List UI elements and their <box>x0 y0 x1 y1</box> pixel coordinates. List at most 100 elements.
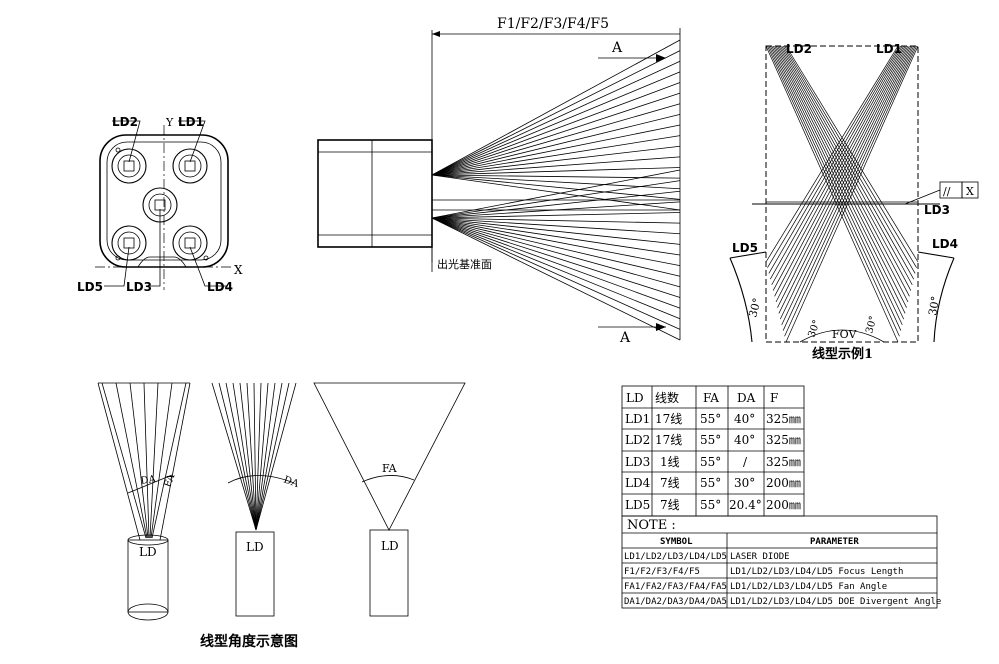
pattern-ld1-label: LD1 <box>876 42 902 56</box>
ld5-leader <box>104 246 130 287</box>
note-cell: LD1/LD2/LD3/LD4/LD5 DOE Divergent Angle <box>730 597 941 607</box>
pattern-ld4-label: LD4 <box>932 237 958 251</box>
note-cell: LASER DIODE <box>730 552 790 562</box>
side-ray <box>431 113 681 176</box>
side-ray <box>431 217 681 245</box>
diagram2-ray <box>255 382 269 531</box>
diagram2-ray <box>225 382 257 531</box>
pattern-caption: 线型示例1 <box>812 346 873 362</box>
pattern-line <box>771 45 905 286</box>
ld-label-3: LD <box>381 539 399 553</box>
x-axis-label: X <box>234 263 243 277</box>
note-cell: FA1/FA2/FA3/FA4/FA5 <box>624 582 727 592</box>
spec-cell: 17线 <box>655 433 682 447</box>
ld3-label: LD3 <box>126 280 152 294</box>
spec-cell: 55° <box>700 433 721 447</box>
module-body <box>317 139 433 248</box>
da-label-1: DA <box>140 474 157 487</box>
diagram1-ray <box>101 382 147 539</box>
ld2-leader <box>112 120 141 163</box>
pattern-line <box>768 45 902 274</box>
spec-cell: LD2 <box>625 433 650 447</box>
side-ray <box>431 217 681 341</box>
ld5-lens <box>111 225 147 261</box>
angle-diagrams: DA FA LD DA LD FA LD 线型角度示意图 <box>97 382 466 650</box>
side-ray <box>431 82 681 176</box>
ld1-leader <box>178 120 206 163</box>
note-table: NOTE : SYMBOL PARAMETER LD1/LD2/LD3/LD4/… <box>621 515 941 609</box>
tolerance-symbol: // <box>943 185 951 198</box>
pattern-line <box>767 45 900 268</box>
pattern-line <box>775 45 909 303</box>
angle-diagram-1: DA FA LD <box>97 382 191 621</box>
spec-cell: 40° <box>734 433 755 447</box>
y-axis-label: Y <box>165 116 174 129</box>
ld4-arc <box>933 257 955 343</box>
pattern-line <box>777 45 910 297</box>
diagram2-ray <box>255 382 290 531</box>
side-ray <box>431 190 681 219</box>
fov-label: FOV <box>832 328 857 341</box>
ld3-leader <box>150 209 161 287</box>
pattern-angle-left: 30° <box>746 297 764 319</box>
pattern-line <box>781 45 915 280</box>
fa-label-1: FA <box>162 472 177 489</box>
spec-cell: 325㎜ <box>766 455 801 469</box>
pattern-line <box>779 45 913 286</box>
pattern-angle-right: 30° <box>926 295 942 316</box>
pattern-line <box>778 45 912 291</box>
diagram1-ray <box>150 382 173 539</box>
tolerance-ref: X <box>966 185 974 198</box>
side-ray <box>431 39 681 176</box>
spec-cell: 30° <box>734 476 755 490</box>
side-ray <box>431 92 681 176</box>
side-ray <box>431 217 681 235</box>
line-pattern: // X LD2 LD1 LD3 LD5 LD4 30° 30° 30° 30°… <box>729 42 979 362</box>
side-ray <box>431 103 681 176</box>
side-ray <box>431 212 681 219</box>
spec-cell: 200㎜ <box>766 476 801 490</box>
angle-diagram-caption: 线型角度示意图 <box>200 633 298 650</box>
diagram2-ray <box>253 382 257 531</box>
reference-plane-label: 出光基准面 <box>437 257 492 271</box>
ld1-label: LD1 <box>178 115 204 129</box>
side-ray <box>431 217 681 330</box>
ld4-label: LD4 <box>207 280 233 294</box>
side-ray <box>431 167 681 176</box>
fov-arc <box>799 329 885 343</box>
diagram2-ray <box>255 382 297 531</box>
spec-header-f: F <box>770 391 778 405</box>
spec-cell: 40° <box>734 412 755 426</box>
spec-header-da: DA <box>737 391 756 405</box>
spec-header-lines: 线数 <box>655 390 679 405</box>
side-ray <box>431 156 681 176</box>
side-view: F1/F2/F3/F4/F5 A A 出光基准面 <box>317 16 681 346</box>
diagram2-ray <box>255 382 283 531</box>
spec-header-ld: LD <box>626 391 644 405</box>
side-ray <box>431 60 681 176</box>
spec-cell: LD5 <box>625 498 650 512</box>
fa-label-3: FA <box>382 462 398 475</box>
side-ray <box>431 201 681 219</box>
spec-cell: 325㎜ <box>766 412 801 426</box>
ld-body-2 <box>235 531 275 617</box>
side-ray <box>431 217 681 320</box>
spec-cell: 55° <box>700 476 721 490</box>
diagram2-ray <box>246 382 257 531</box>
pattern-line <box>772 45 906 291</box>
pattern-line <box>765 45 899 263</box>
note-cell: LD1/LD2/LD3/LD4/LD5 Focus Length <box>730 567 903 577</box>
side-ray <box>431 217 681 298</box>
spec-cell: 55° <box>700 455 721 469</box>
section-marker-top: A <box>611 40 623 56</box>
diagram1-ray <box>129 382 149 539</box>
side-ray <box>431 217 681 267</box>
pattern-ld2-label: LD2 <box>786 42 812 56</box>
diagram2-ray <box>211 382 257 531</box>
ld-label-1: LD <box>139 545 157 559</box>
note-header-parameter: PARAMETER <box>810 537 859 547</box>
side-ray <box>431 217 681 288</box>
module-notch <box>137 256 187 268</box>
section-marker-bottom: A <box>619 330 631 346</box>
pattern-fov-angle-right: 30° <box>864 315 879 335</box>
